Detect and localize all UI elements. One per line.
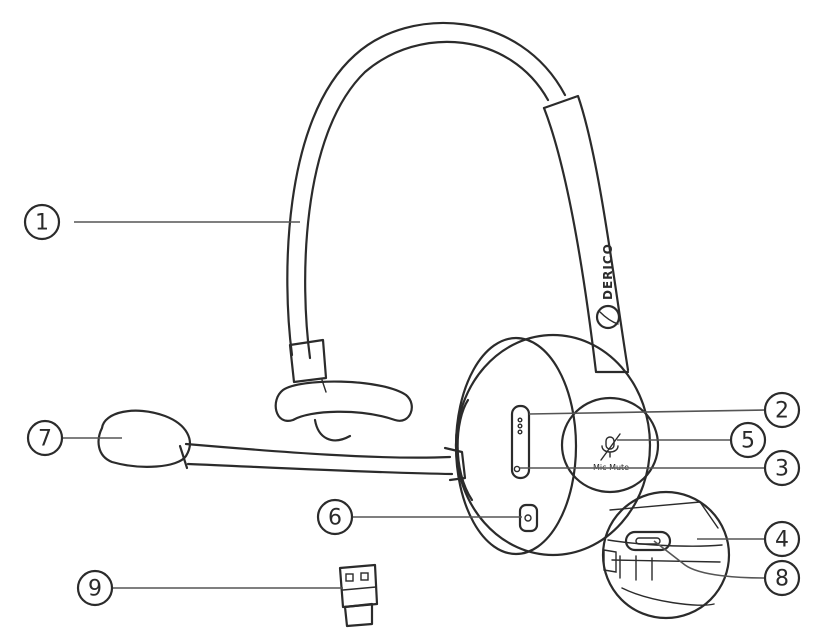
leader-lines (63, 221, 766, 589)
mic-mute-icon (600, 433, 621, 461)
power-button[interactable] (518, 503, 539, 533)
callout-8: 8 (763, 559, 801, 597)
callout-8-label: 8 (775, 567, 789, 592)
headband (286, 21, 630, 374)
callout-1-label: 1 (35, 211, 49, 236)
volume-control[interactable] (510, 404, 531, 480)
leader-8 (653, 540, 766, 579)
mic-mute-button[interactable] (560, 396, 660, 494)
brand-logo-icon (595, 304, 621, 330)
callout-3-label: 3 (775, 457, 789, 482)
usb-c-inset (601, 490, 731, 620)
callout-1: 1 (23, 203, 61, 241)
callout-7-label: 7 (38, 427, 52, 452)
callout-4-label: 4 (775, 528, 789, 553)
callout-5-label: 5 (741, 429, 755, 454)
callout-5: 5 (729, 421, 767, 459)
temple-pad (274, 338, 413, 442)
callout-3: 3 (763, 449, 801, 487)
leader-2 (528, 409, 766, 415)
usb-dongle (338, 563, 379, 628)
callout-6-label: 6 (328, 506, 342, 531)
led-indicator (513, 465, 521, 473)
callout-9-label: 9 (88, 577, 102, 602)
callout-7: 7 (26, 419, 64, 457)
callout-2: 2 (763, 391, 801, 429)
usb-c-port (624, 530, 672, 552)
callout-9: 9 (76, 569, 114, 607)
brand-logo: DERICO (595, 243, 621, 330)
callout-6: 6 (316, 498, 354, 536)
callout-4: 4 (763, 520, 801, 558)
brand-name: DERICO (601, 243, 615, 300)
boom-microphone (97, 409, 467, 482)
callout-2-label: 2 (775, 399, 789, 424)
